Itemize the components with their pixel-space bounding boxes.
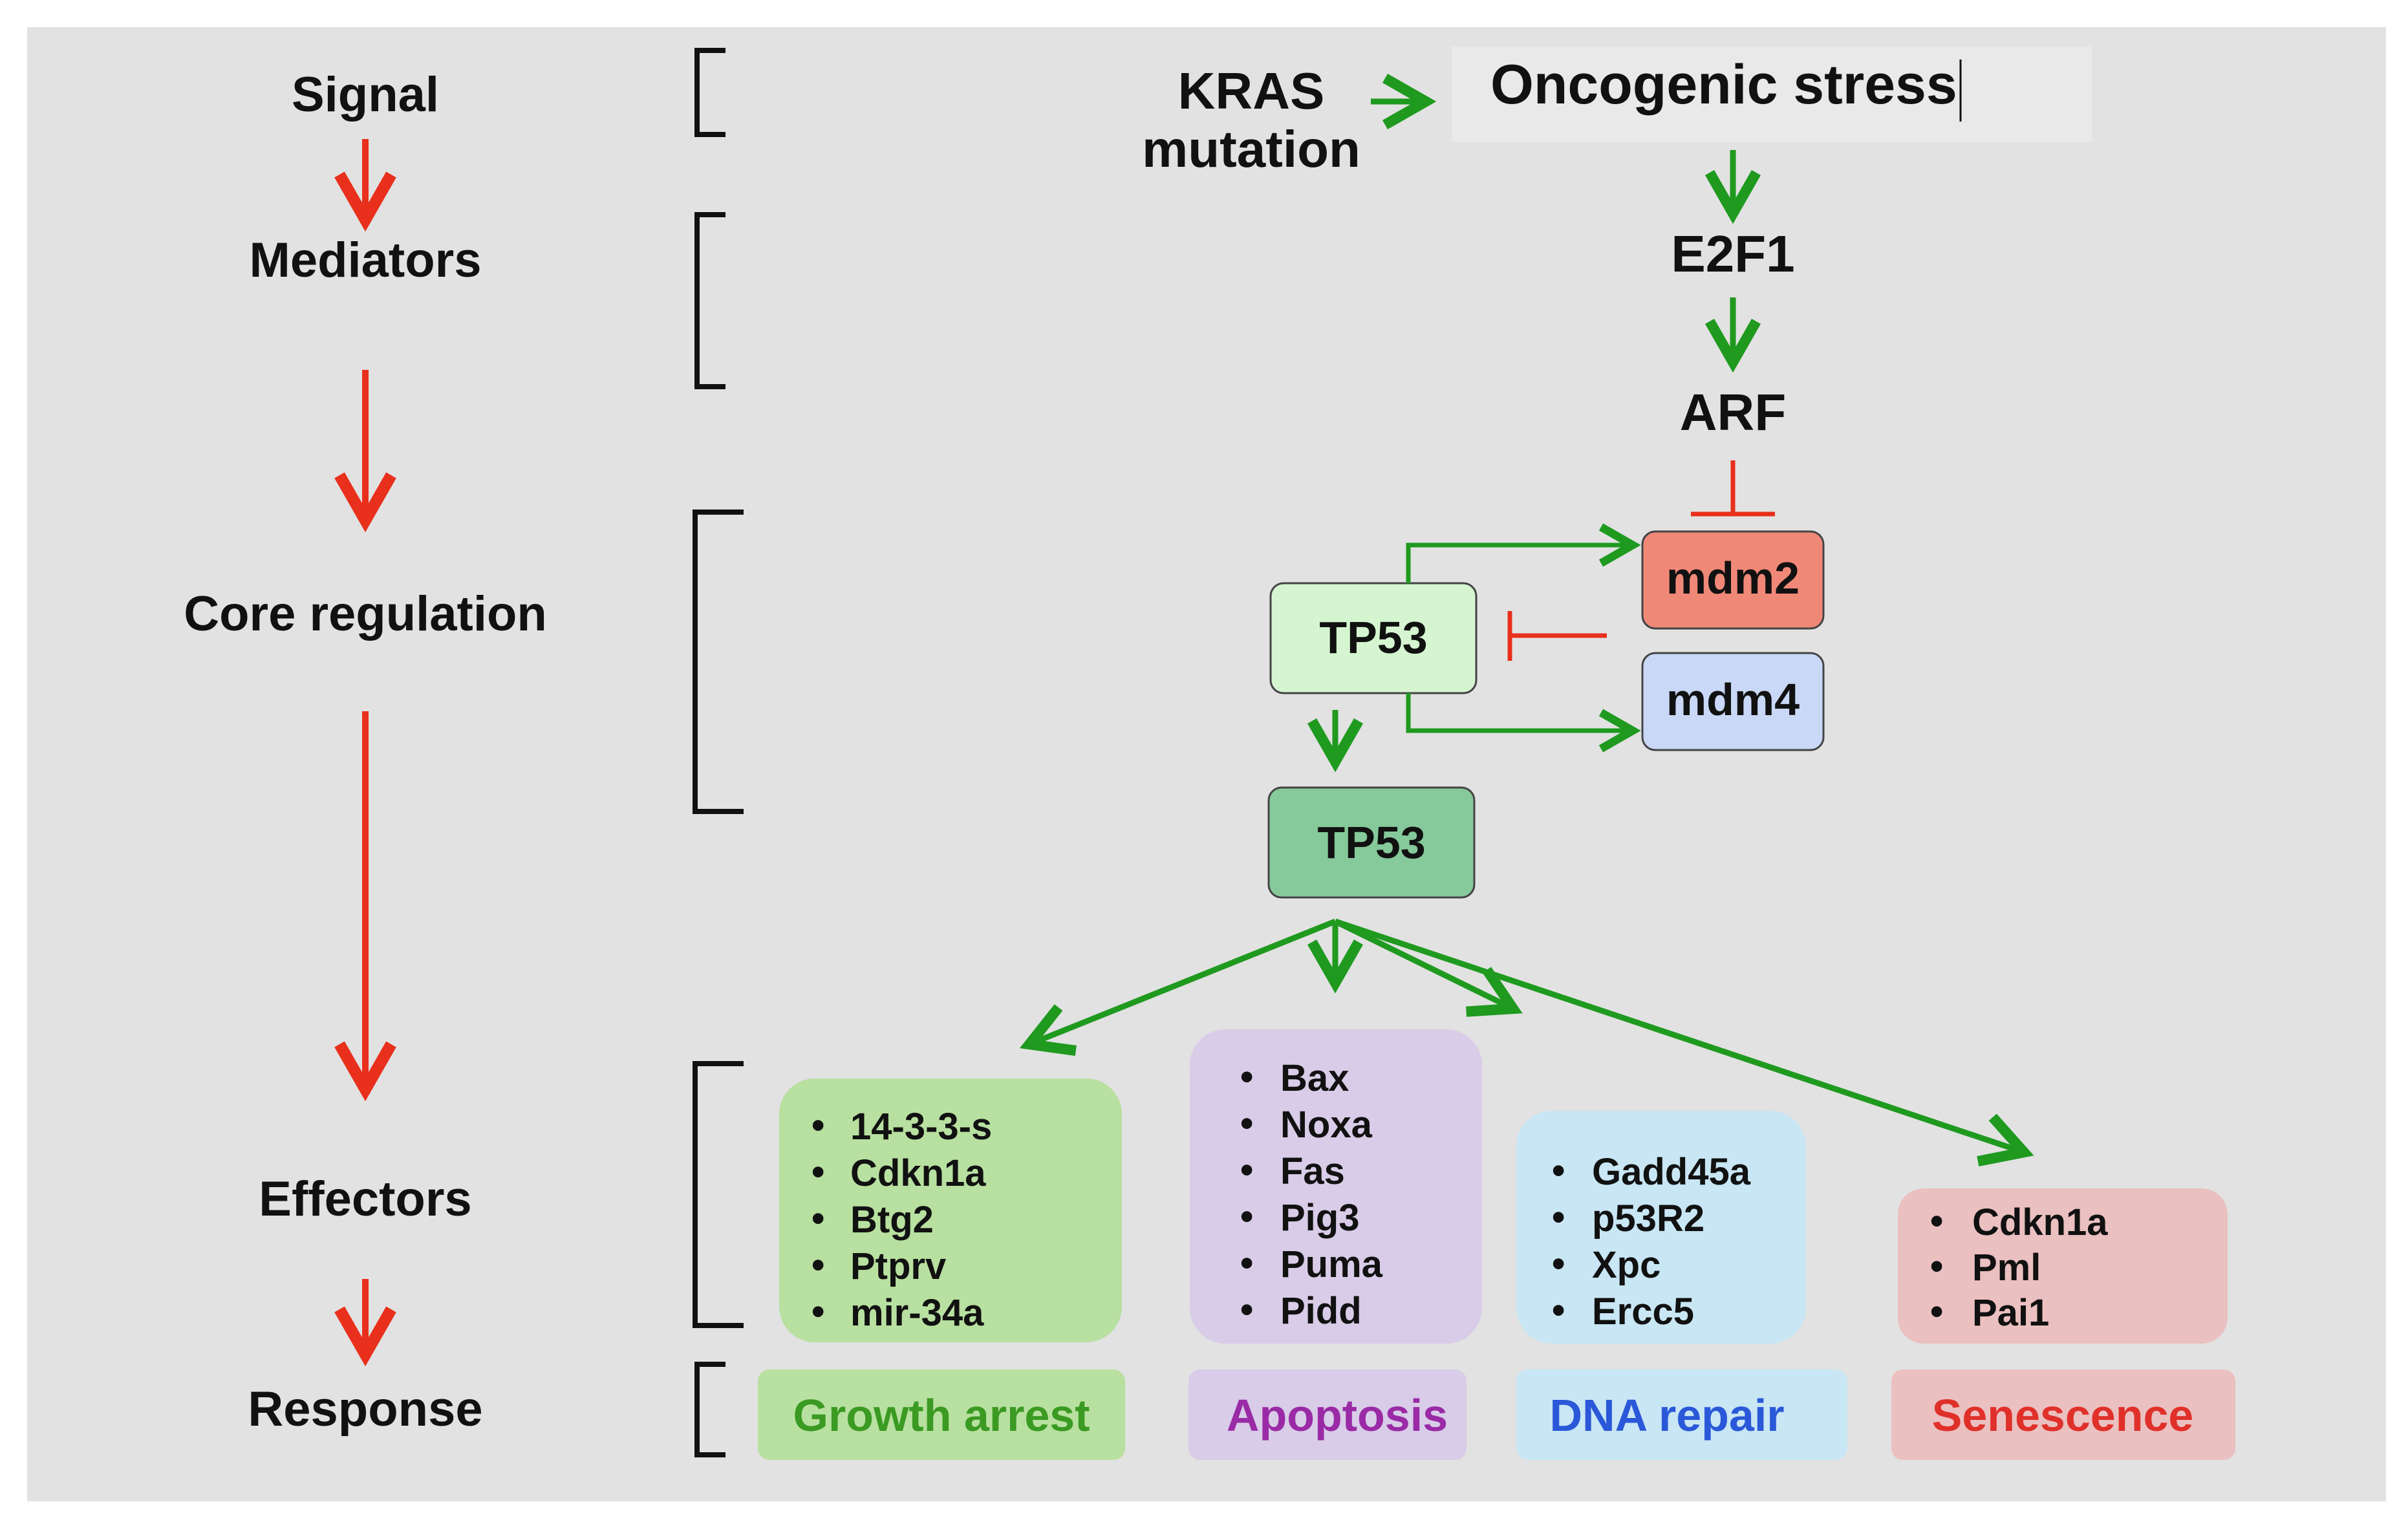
tp53-active-box (1267, 786, 1476, 899)
effector-bax: Bax (1280, 1057, 1349, 1099)
effector-pml: Pml (1972, 1247, 2041, 1289)
response-dna-repair: DNA repair (1549, 1390, 1784, 1441)
effector-mir-34a: mir-34a (850, 1292, 984, 1334)
growth-arrest-effectors-box (779, 1079, 1122, 1342)
bracket-core-regulation (693, 510, 744, 814)
bullet: • (812, 1104, 824, 1146)
effector-xpc: Xpc (1592, 1244, 1661, 1286)
bullet: • (1552, 1243, 1565, 1285)
arrow-to-growth-arrest (1019, 918, 1337, 1056)
response-apoptosis: Apoptosis (1227, 1390, 1448, 1441)
level-mediators: Mediators (250, 233, 482, 288)
effector-fas: Fas (1280, 1150, 1345, 1192)
arrow-tp53-to-mdm4 (1406, 693, 1641, 753)
apoptosis-response-box (1188, 1369, 1467, 1460)
level-core-regulation: Core regulation (184, 586, 547, 641)
effector-cdkn1a: Cdkn1a (850, 1152, 986, 1194)
bullet: • (812, 1244, 824, 1286)
effector-pidd: Pidd (1280, 1290, 1362, 1332)
bullet: • (1930, 1245, 1943, 1287)
effector-gadd45a: Gadd45a (1592, 1151, 1751, 1193)
tp53-to-effectors (1019, 918, 2034, 1167)
apoptosis-effector-list: • Bax • Noxa • Fas • Pig3 • Puma • Pidd (1240, 1056, 1383, 1332)
arrow-to-dna-repair (1334, 918, 1523, 1017)
mdm4-label: mdm4 (1666, 674, 1800, 725)
tp53-active-label: TP53 (1317, 817, 1425, 868)
effector-p53r2: p53R2 (1592, 1197, 1704, 1240)
growth-arrest-response-box (758, 1369, 1125, 1460)
senescence-response-box (1891, 1369, 2235, 1460)
effector-puma: Puma (1280, 1243, 1383, 1285)
bracket-response (694, 1362, 726, 1457)
arf-label: ARF (1680, 383, 1786, 441)
bullet: • (1240, 1102, 1253, 1144)
kras-label: KRAS (1178, 62, 1325, 120)
bullet: • (812, 1197, 824, 1240)
kras-mutation-label: mutation (1142, 120, 1360, 178)
bracket-mediators (694, 212, 726, 389)
tp53-induces-mdm (1406, 523, 1641, 753)
arrow-to-senescence (1334, 918, 2034, 1167)
bullet: • (1240, 1242, 1253, 1284)
effector-pai1: Pai1 (1972, 1292, 2049, 1334)
effector-btg2: Btg2 (850, 1199, 934, 1241)
effector-ptprv: Ptprv (850, 1245, 946, 1287)
senescence-effector-list: • Cdkn1a • Pml • Pai1 (1930, 1200, 2108, 1334)
level-effectors: Effectors (259, 1172, 471, 1227)
effector-noxa: Noxa (1280, 1104, 1373, 1146)
bullet: • (1240, 1289, 1253, 1331)
growth-arrest-effector-list: • 14-3-3-s • Cdkn1a • Btg2 • Ptprv • mir… (812, 1104, 992, 1334)
bullet: • (812, 1151, 824, 1193)
effector-14-3-3-s: 14-3-3-s (850, 1106, 992, 1148)
bullet: • (812, 1291, 824, 1333)
oncogenic-stress-box (1452, 47, 2092, 142)
dna-repair-effector-list: • Gadd45a • p53R2 • Xpc • Ercc5 (1552, 1150, 1751, 1333)
senescence-effectors-box (1898, 1188, 2228, 1344)
arrow-tp53-to-mdm2 (1406, 523, 1641, 583)
mdm4-box (1641, 652, 1825, 751)
mdm-inhibits-tp53 (1507, 611, 1607, 661)
dna-repair-response-box (1516, 1369, 1847, 1460)
bullet: • (1240, 1149, 1253, 1191)
response-growth-arrest: Growth arrest (793, 1390, 1090, 1441)
level-signal: Signal (292, 67, 439, 122)
effector-ercc5: Ercc5 (1592, 1291, 1694, 1333)
bracket-effectors (693, 1061, 744, 1328)
level-response: Response (248, 1382, 482, 1437)
bullet: • (1552, 1150, 1565, 1192)
oncogenic-stress-label: Oncogenic stress (1490, 54, 1957, 116)
bullet: • (1552, 1289, 1565, 1331)
dna-repair-effectors-box (1516, 1111, 1806, 1344)
bullet: • (1240, 1056, 1253, 1098)
apoptosis-effectors-box (1190, 1029, 1482, 1344)
e2f1-label: E2F1 (1671, 225, 1794, 283)
effector-pig3: Pig3 (1280, 1197, 1360, 1239)
effector-cdkn1a-senescence: Cdkn1a (1972, 1201, 2108, 1243)
bullet: • (1240, 1196, 1253, 1238)
response-senescence: Senescence (1932, 1390, 2194, 1441)
tp53-inactive-label: TP53 (1319, 612, 1427, 663)
bullet: • (1552, 1196, 1565, 1238)
level-brackets (693, 48, 744, 1457)
mdm2-box (1641, 530, 1825, 630)
mdm2-label: mdm2 (1666, 553, 1800, 603)
arf-inhibits-mdm2 (1691, 460, 1775, 517)
bracket-signal (694, 48, 726, 137)
tp53-inactive-box (1269, 582, 1478, 694)
bullet: • (1930, 1200, 1943, 1242)
bullet: • (1930, 1291, 1943, 1333)
